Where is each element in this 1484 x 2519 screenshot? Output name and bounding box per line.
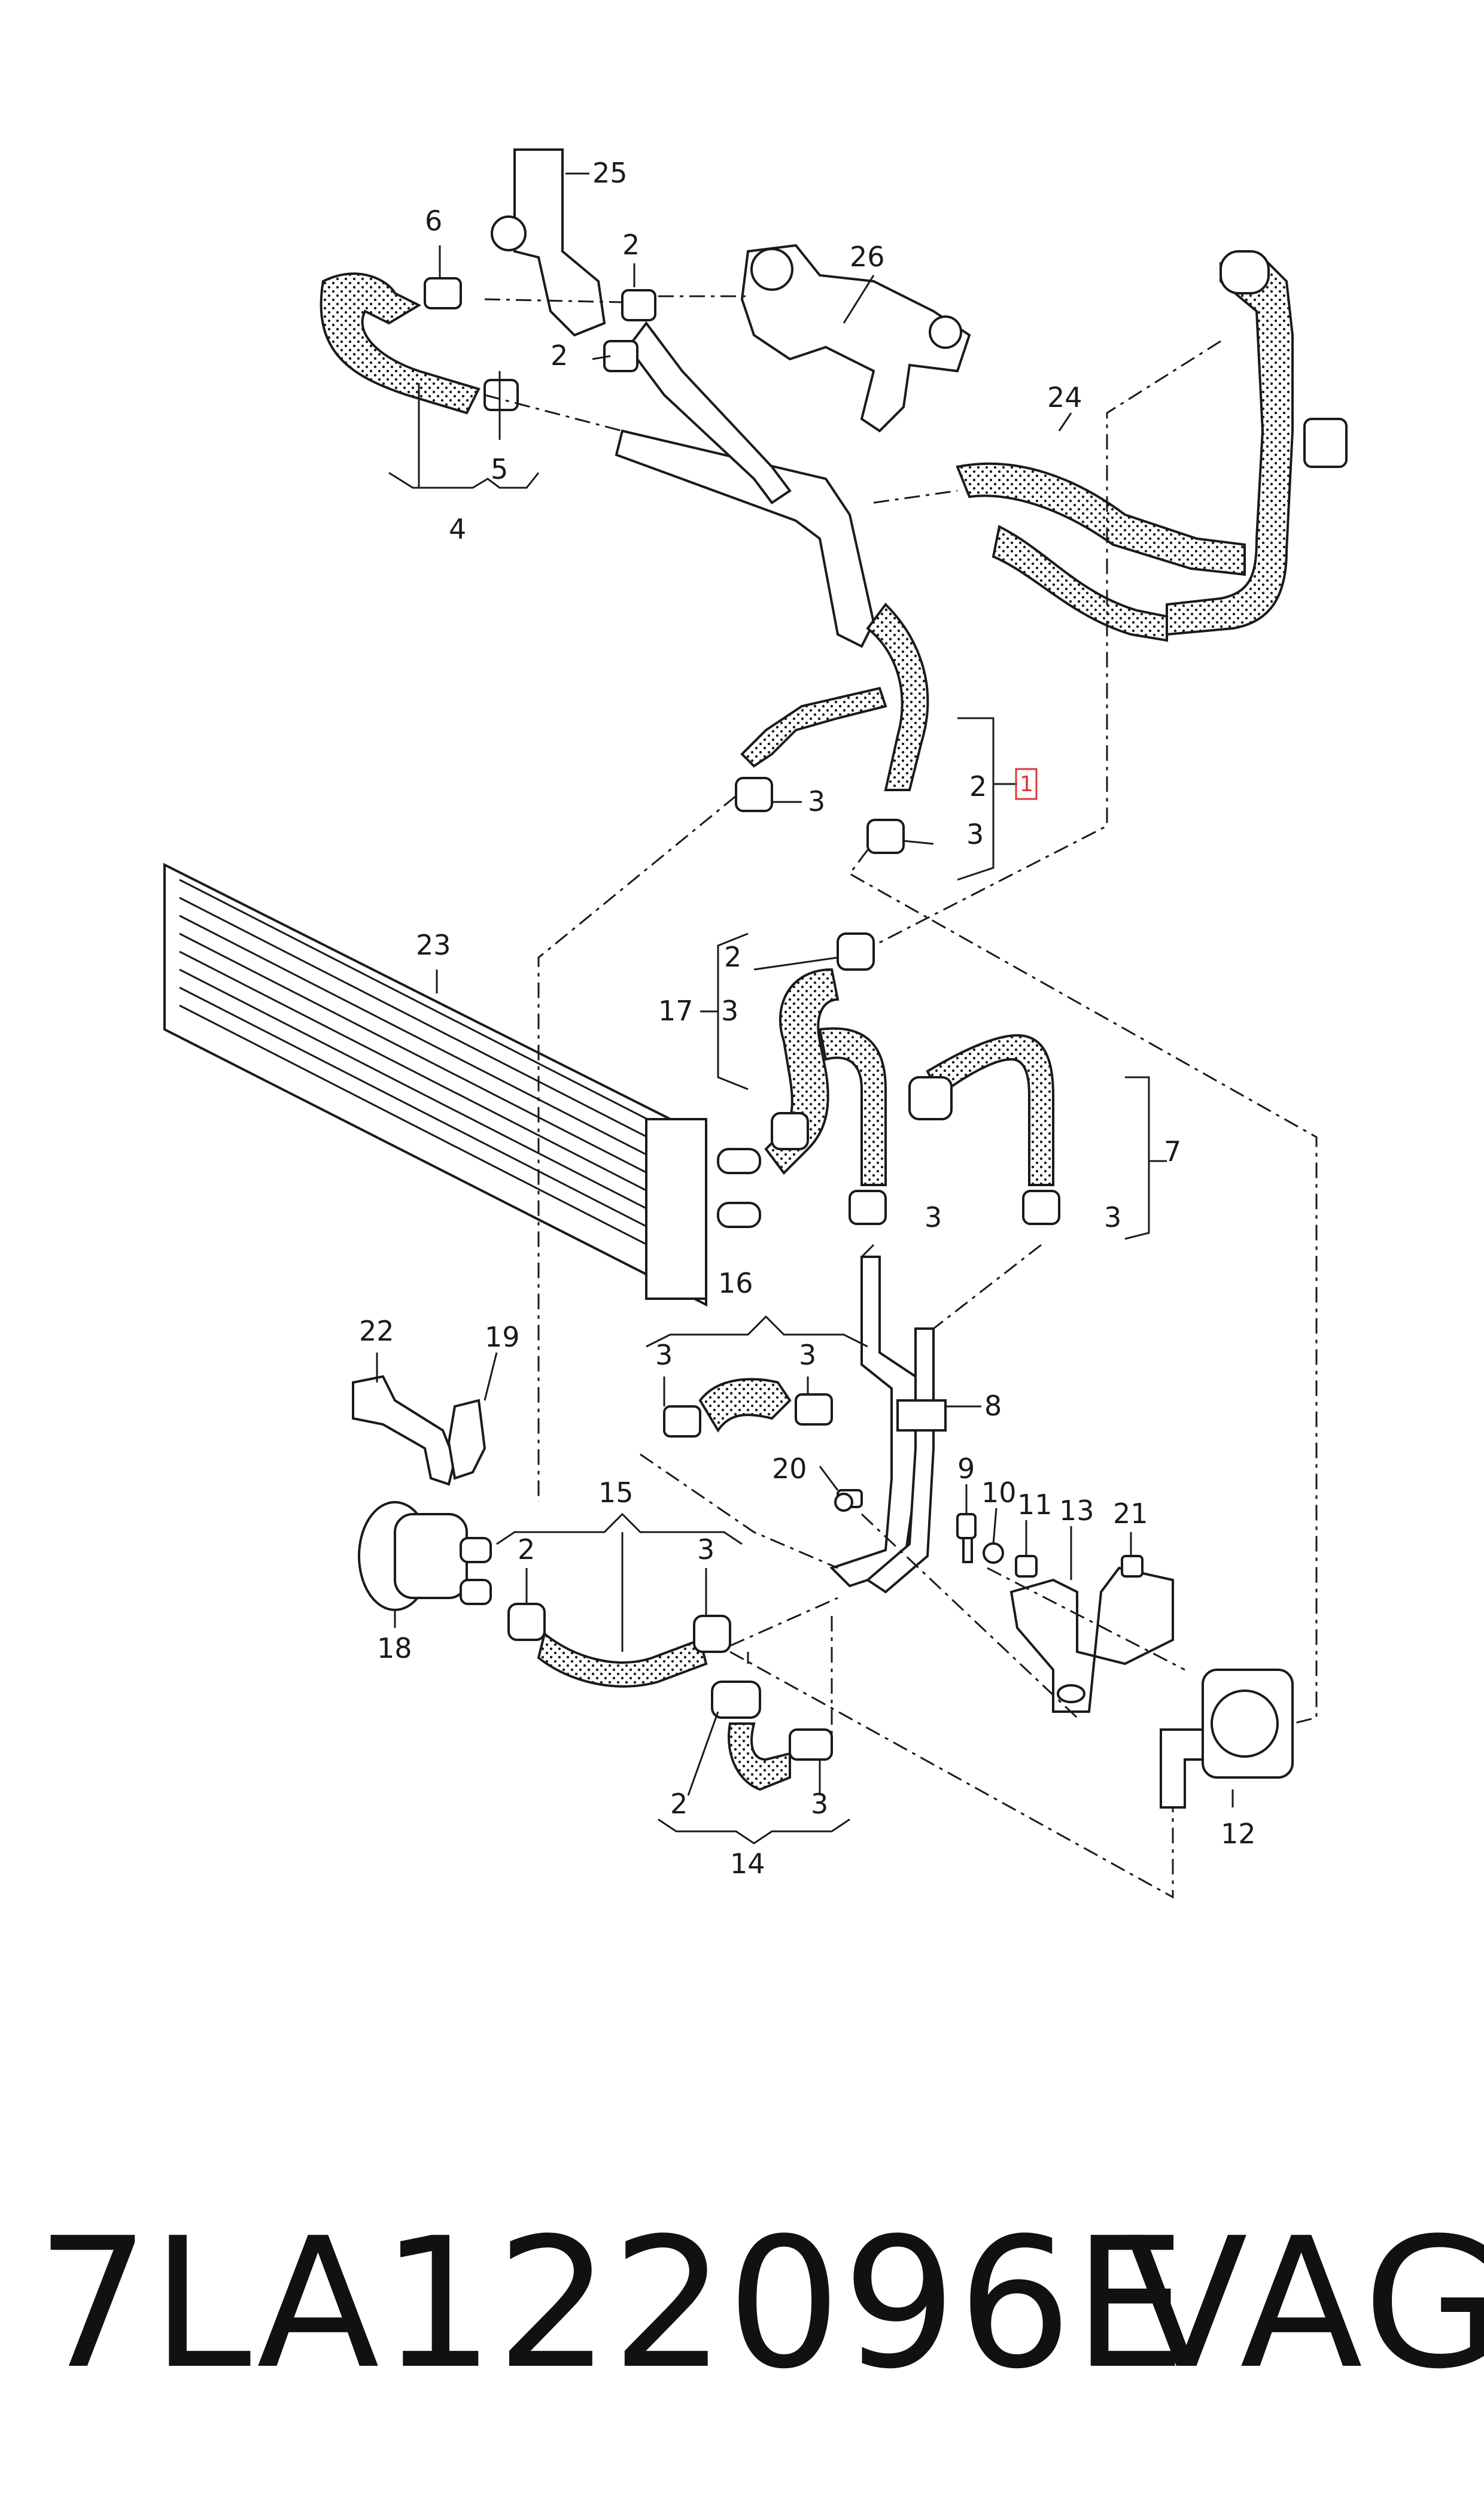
coolant-pipe-8 <box>829 1256 947 1594</box>
bracket-19 <box>447 1399 486 1480</box>
callout-3: 3 <box>925 1201 942 1233</box>
callout-3: 3 <box>966 818 984 850</box>
hose-clamp-2-top <box>603 289 905 854</box>
hose-14 <box>711 1681 833 1791</box>
callout-15: 15 <box>598 1476 634 1509</box>
bracket-22 <box>352 1375 457 1486</box>
callout-4: 4 <box>449 513 466 545</box>
hose-harness-1 <box>615 321 929 791</box>
callout-2: 2 <box>622 229 640 261</box>
callout-3: 3 <box>799 1339 816 1371</box>
washer-10 <box>983 1542 1004 1564</box>
connection-lines <box>484 295 1318 1899</box>
callout-6: 6 <box>425 205 442 237</box>
callout-14: 14 <box>730 1848 765 1880</box>
bolt-9 <box>956 1513 977 1563</box>
callout-24: 24 <box>1047 381 1082 414</box>
callout-2: 2 <box>969 770 987 803</box>
callout-26: 26 <box>850 241 885 273</box>
hose-4 <box>320 272 481 415</box>
nut-11 <box>1015 1555 1038 1578</box>
callout-10: 10 <box>981 1476 1017 1509</box>
brand-label: VAG <box>1125 2199 1484 2408</box>
hose-clamp-6 <box>424 277 462 309</box>
auxiliary-water-pump-18 <box>358 1501 492 1611</box>
callout-2: 2 <box>518 1533 535 1566</box>
bracket-13 <box>1009 1566 1174 1713</box>
part-number: 7LA122096E <box>36 2199 1188 2408</box>
coolant-pump-12 <box>1160 1669 1294 1809</box>
callout-12: 12 <box>1221 1818 1256 1850</box>
callout-25: 25 <box>592 157 628 189</box>
callout-13: 13 <box>1059 1494 1094 1527</box>
callout-16: 16 <box>718 1267 753 1299</box>
coolant-flange-26 <box>740 244 971 433</box>
hose-clamp-5 <box>483 379 519 411</box>
callout-2: 2 <box>551 339 568 372</box>
callout-labels: 25 6 2 26 2 24 5 4 3 2 1 3 23 2 17 3 7 3… <box>359 157 1256 1880</box>
callout-8: 8 <box>984 1390 1002 1422</box>
callout-20: 20 <box>772 1453 807 1485</box>
exploded-parts-diagram: 25 6 2 26 2 24 5 4 3 2 1 3 23 2 17 3 7 3… <box>163 148 1348 1899</box>
footer: 7LA122096E VAG <box>0 2190 1484 2442</box>
callout-17: 17 <box>658 995 694 1027</box>
callout-1: 1 <box>1020 772 1033 797</box>
nut-21 <box>1121 1555 1144 1578</box>
callout-3: 3 <box>1104 1201 1121 1233</box>
callout-9: 9 <box>957 1453 975 1485</box>
callout-3: 3 <box>721 995 738 1027</box>
callout-3: 3 <box>697 1533 714 1566</box>
hose-17 <box>764 932 887 1186</box>
hose-16 <box>663 1378 833 1438</box>
callout-18: 18 <box>377 1632 412 1664</box>
callout-22: 22 <box>359 1315 394 1347</box>
leader-lines <box>376 245 1234 1845</box>
callout-5: 5 <box>491 453 508 485</box>
radiator-23 <box>163 862 761 1307</box>
hose-24 <box>956 250 1348 642</box>
callout-3: 3 <box>808 785 825 818</box>
callout-11: 11 <box>1017 1488 1053 1521</box>
callout-19: 19 <box>485 1321 520 1353</box>
callout-7: 7 <box>1164 1135 1181 1168</box>
callout-1-box <box>1015 768 1038 800</box>
callout-3: 3 <box>655 1339 673 1371</box>
callout-21: 21 <box>1113 1497 1148 1530</box>
callout-3: 3 <box>811 1788 828 1820</box>
callout-2: 2 <box>724 941 741 973</box>
bolt-20 <box>834 1489 863 1512</box>
hose-15 <box>507 1603 731 1688</box>
hose-7 <box>849 1034 1060 1225</box>
callout-23: 23 <box>416 929 451 961</box>
coolant-pipe-25 <box>491 148 606 337</box>
callout-2: 2 <box>670 1788 688 1820</box>
